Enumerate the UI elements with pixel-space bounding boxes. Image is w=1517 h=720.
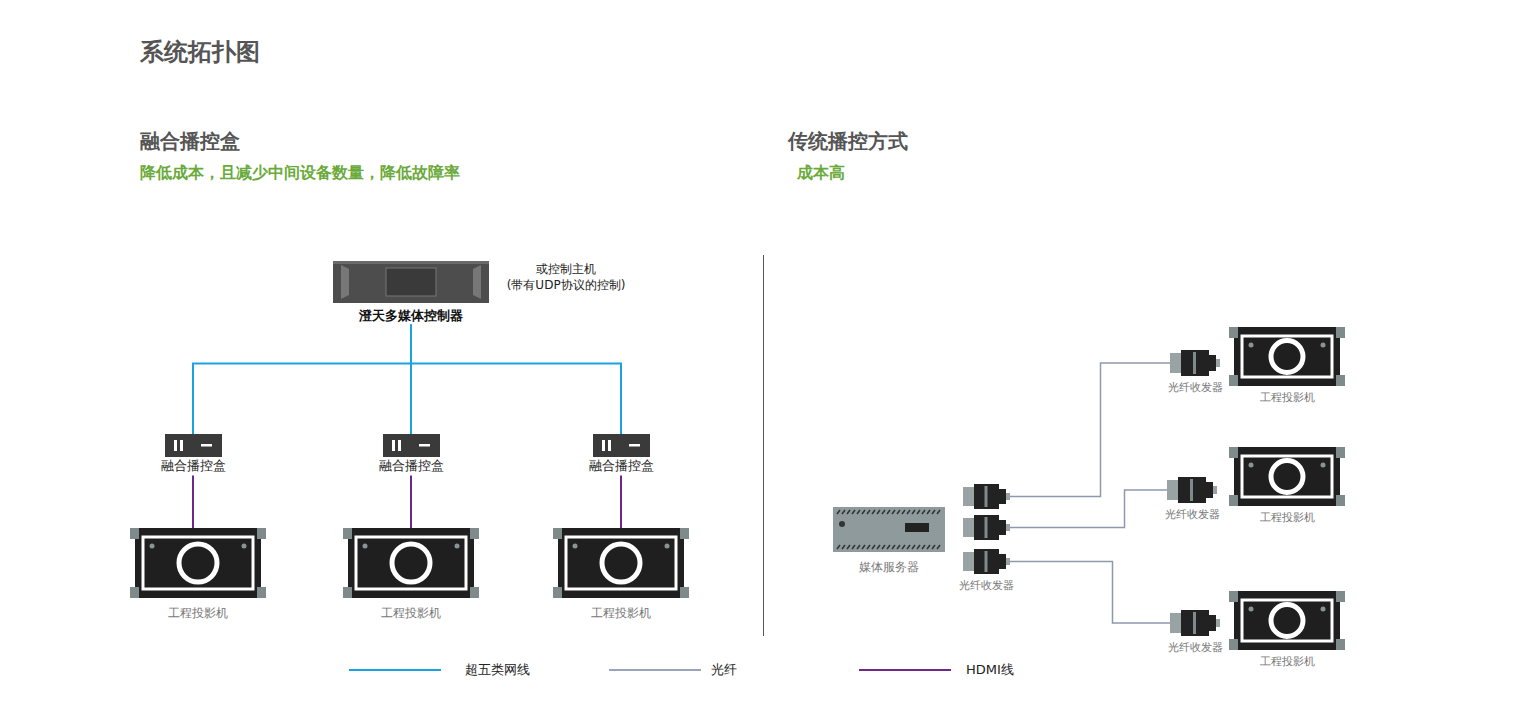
legend-line-sample [349, 669, 441, 671]
connector [1010, 363, 1171, 497]
node-label: 光纤收发器 [1165, 508, 1220, 521]
control-box-icon [165, 434, 222, 457]
node-label: 工程投影机 [1260, 511, 1315, 524]
legend-label: 光纤 [711, 661, 737, 679]
controller-note: 或控制主机 (带有UDP协议的控制) [491, 262, 641, 293]
media-server-icon [833, 507, 945, 552]
controller: 澄天多媒体控制器 [333, 261, 489, 324]
fiber-transceiver: 光纤收发器 [959, 484, 1014, 592]
projector-icon [1229, 447, 1345, 506]
legend-line-sample [609, 669, 701, 671]
projector-icon [343, 528, 479, 598]
node-label: 融合播控盒 [589, 458, 654, 474]
node-label: 工程投影机 [591, 606, 651, 620]
node-label: 光纤收发器 [1168, 641, 1223, 654]
connector [1010, 490, 1168, 528]
divider-line [763, 255, 764, 636]
node-label: 融合播控盒 [379, 458, 444, 474]
legend-label: 超五类网线 [465, 661, 530, 679]
connector [620, 476, 622, 528]
projector-icon [1229, 591, 1345, 650]
connector [410, 476, 412, 528]
node-label: 光纤收发器 [959, 579, 1014, 592]
fiber-transceiver-icon [1170, 350, 1220, 376]
fiber-transceiver-icon [1170, 610, 1220, 636]
fiber-transceiver: 光纤收发器 [1168, 610, 1223, 654]
projector: 工程投影机 [553, 528, 689, 620]
projector-icon [553, 528, 689, 598]
projector: 工程投影机 [1229, 591, 1345, 668]
fiber-transceiver-icon [963, 484, 1010, 574]
node-label: 工程投影机 [1260, 391, 1315, 404]
projector: 工程投影机 [130, 528, 266, 620]
media-server: 媒体服务器 [833, 507, 945, 574]
fiber-transceiver: 光纤收发器 [1168, 350, 1223, 394]
node-label: 媒体服务器 [859, 560, 919, 574]
projector: 工程投影机 [1229, 327, 1345, 404]
projector-icon [130, 528, 266, 598]
section-subheading: 成本高 [797, 163, 845, 184]
control-box: 融合播控盒 [379, 434, 444, 474]
node-label: 工程投影机 [1260, 655, 1315, 668]
connector [192, 476, 194, 528]
connector [193, 325, 411, 434]
node-label: 澄天多媒体控制器 [359, 308, 463, 324]
node-label: 工程投影机 [168, 606, 228, 620]
section-subheading: 降低成本，且减少中间设备数量，降低故障率 [140, 163, 460, 184]
page-title: 系统拓扑图 [140, 36, 260, 68]
projector-icon [1229, 327, 1345, 386]
node-label: 融合播控盒 [161, 458, 226, 474]
control-box: 融合播控盒 [161, 434, 226, 474]
section-heading: 融合播控盒 [140, 128, 240, 155]
fiber-transceiver-icon [1167, 477, 1217, 503]
legend-line-sample [859, 669, 951, 671]
controller-icon [333, 261, 489, 303]
node-label: 工程投影机 [381, 606, 441, 620]
connector [1010, 562, 1171, 624]
node-label: 光纤收发器 [1168, 381, 1223, 394]
legend-label: HDMI线 [966, 661, 1014, 679]
projector: 工程投影机 [1229, 447, 1345, 524]
section-heading: 传统播控方式 [788, 128, 908, 155]
connector [411, 325, 621, 434]
control-box: 融合播控盒 [589, 434, 654, 474]
control-box-icon [593, 434, 650, 457]
fiber-transceiver: 光纤收发器 [1165, 477, 1220, 521]
control-box-icon [383, 434, 440, 457]
projector: 工程投影机 [343, 528, 479, 620]
